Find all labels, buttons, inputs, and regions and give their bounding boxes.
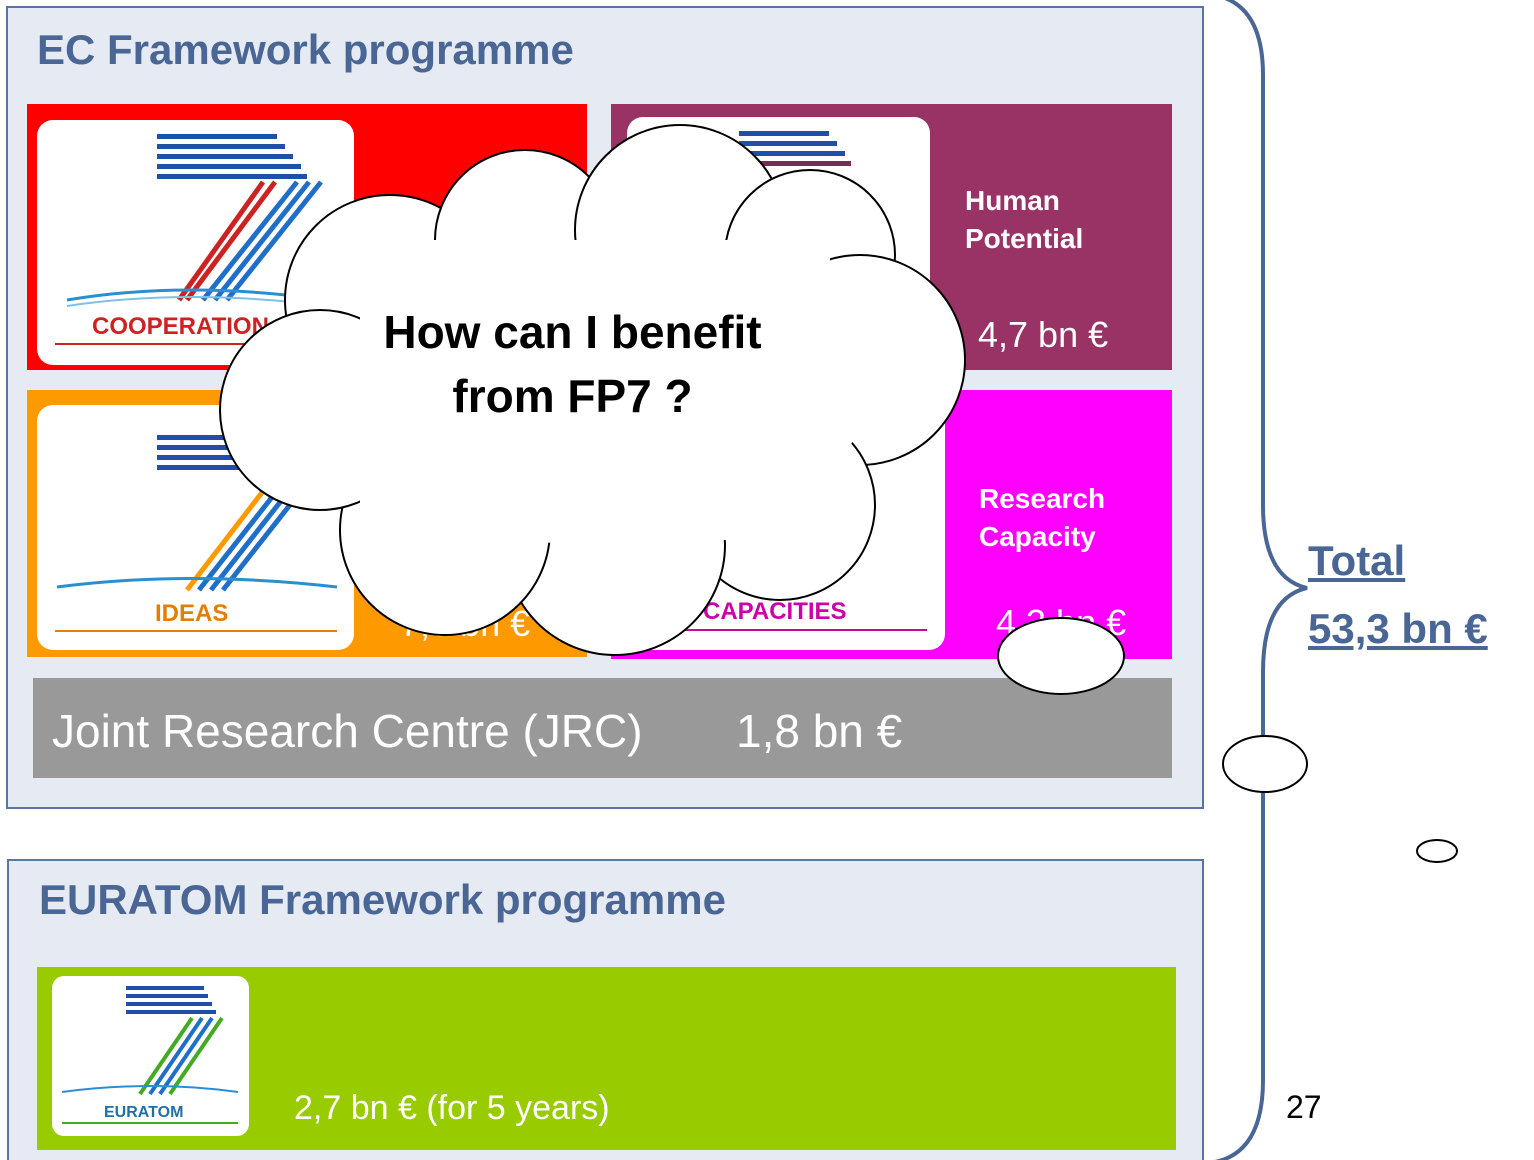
brace-icon (1214, 0, 1308, 1160)
jrc-label: Joint Research Centre (JRC) (52, 705, 643, 757)
svg-text:EURATOM: EURATOM (104, 1104, 183, 1121)
euratom-budget: 2,7 bn € (for 5 years) (294, 1089, 610, 1127)
page-number: 27 (1286, 1089, 1322, 1125)
total-amount: Total 53,3 bn € (1308, 537, 1488, 652)
svg-text:COOPERATION: COOPERATION (92, 313, 269, 340)
capacities-label: Research Capacity (979, 483, 1106, 552)
euratom-logo: EURATOM (52, 976, 249, 1136)
svg-text:CAPACITIES: CAPACITIES (703, 598, 847, 625)
fp7-logo-icon: EURATOM (61, 986, 239, 1124)
jrc-budget: 1,8 bn € (736, 705, 903, 757)
fp7-logo-icon (739, 131, 851, 166)
fp7-logo-icon: CAPACITIES (645, 598, 927, 631)
euratom-framework-title: EURATOM Framework programme (39, 876, 726, 923)
jrc-bar[interactable]: Joint Research Centre (JRC) 1,8 bn € (33, 678, 1172, 778)
people-label: Human Potential (965, 185, 1084, 254)
callout-question: How can I benefit from FP7 ? (383, 306, 762, 422)
people-budget: 4,7 bn € (978, 314, 1109, 355)
svg-text:IDEAS: IDEAS (155, 600, 228, 627)
ec-framework-title: EC Framework programme (37, 26, 574, 73)
